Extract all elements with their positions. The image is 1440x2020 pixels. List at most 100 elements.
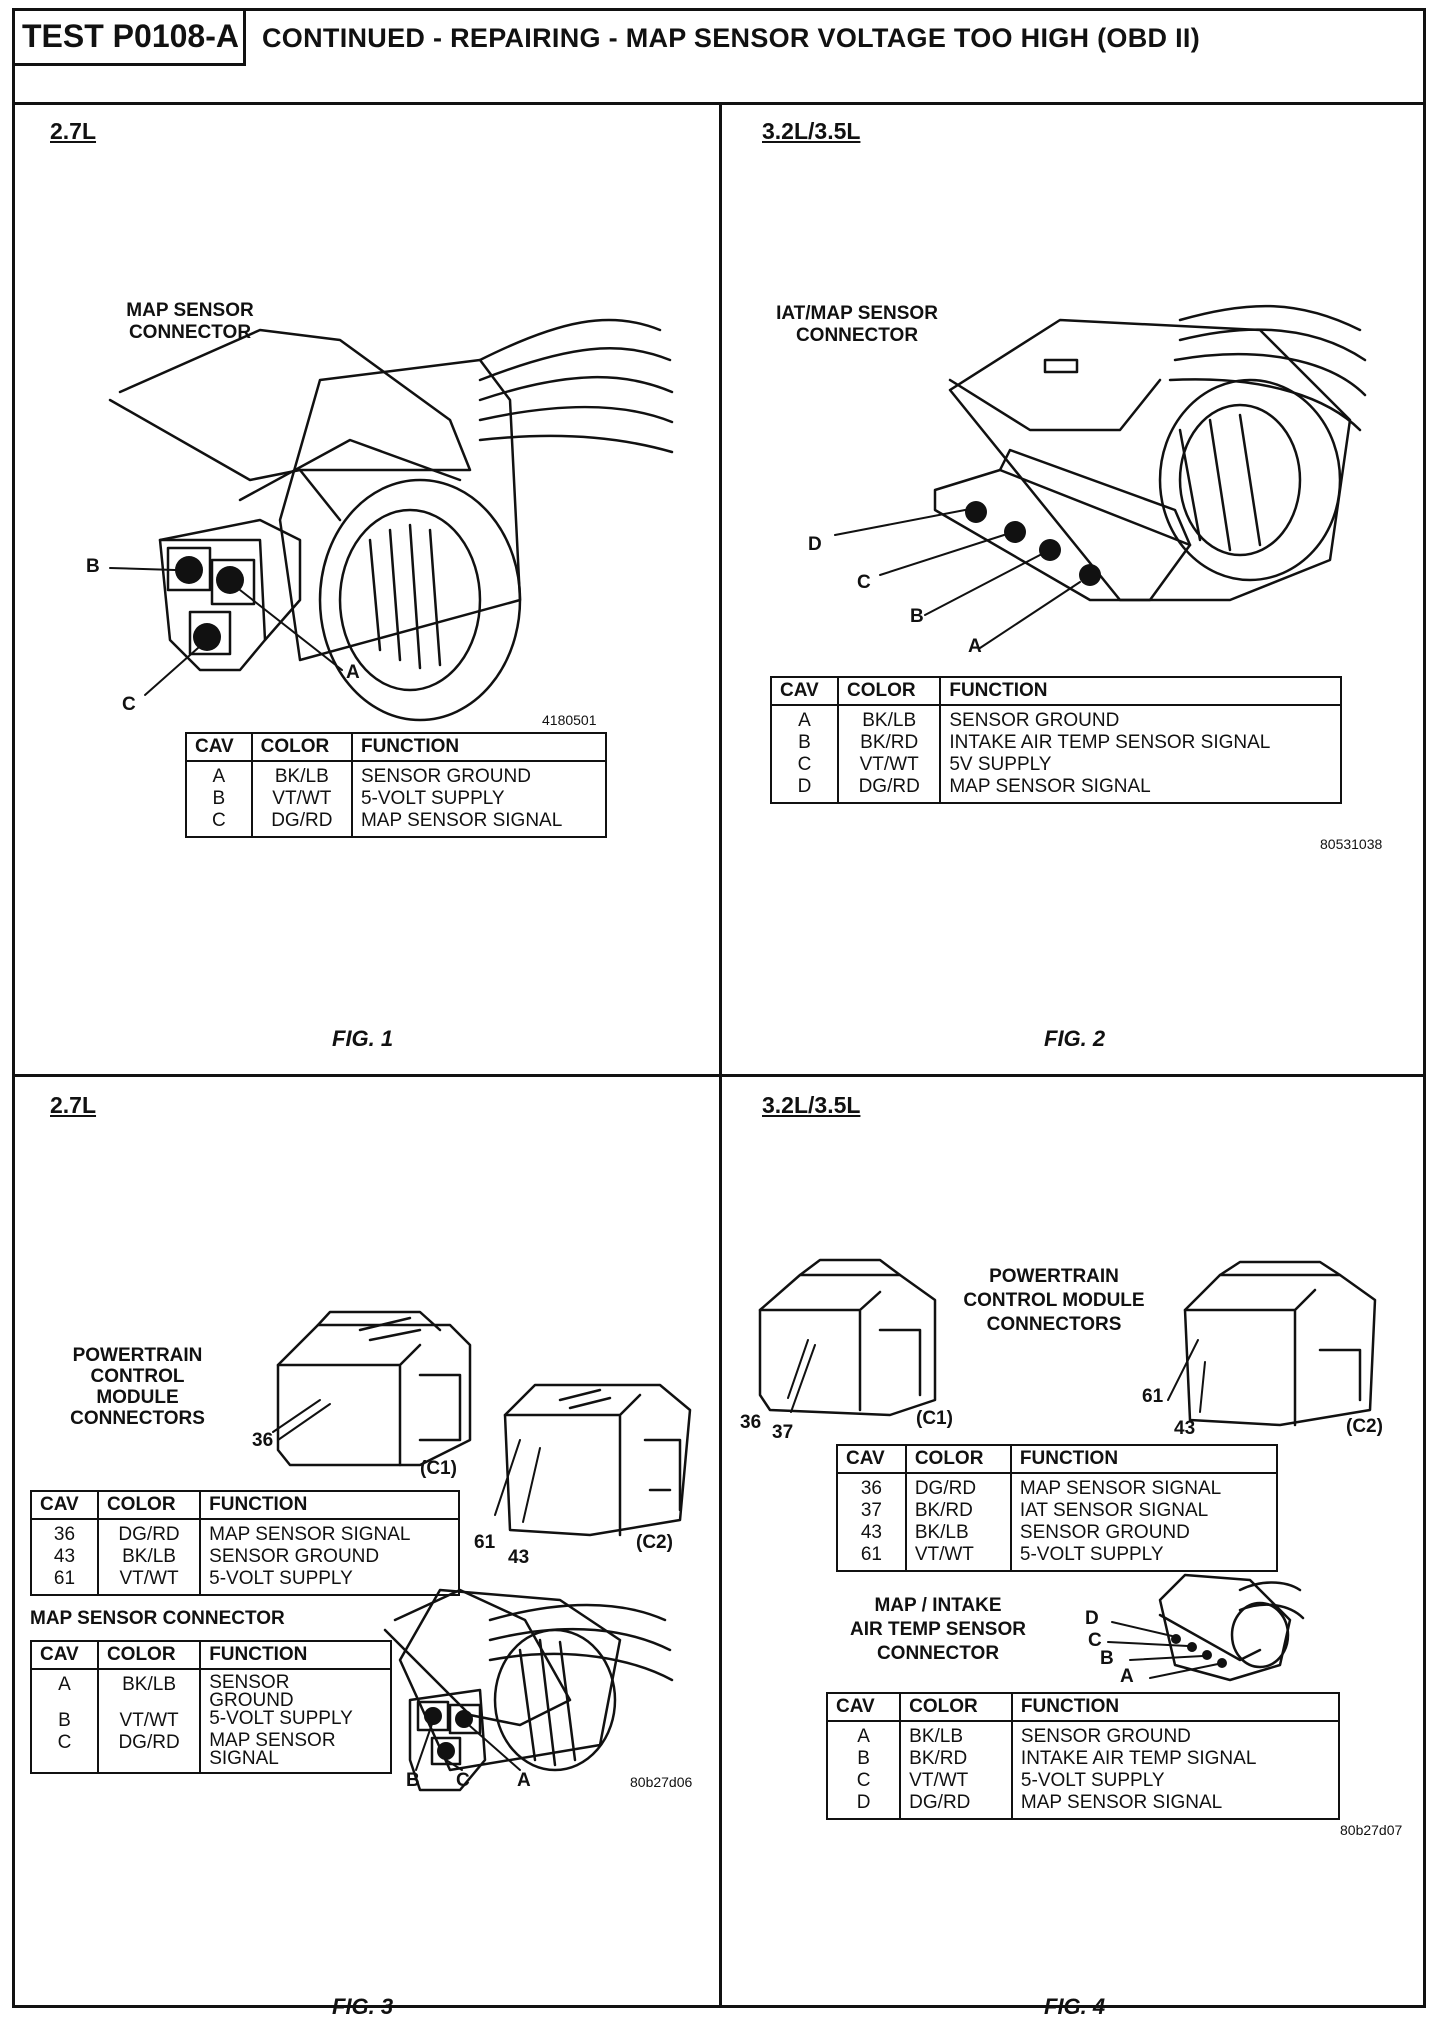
fig2-pin-c: C: [857, 572, 871, 593]
fig3-pcm-col-cav: CAV: [31, 1491, 99, 1520]
fig2-col-cav: CAV: [771, 677, 840, 706]
fig4-pin-d: D: [1085, 1608, 1099, 1629]
fig1-col-cav: CAV: [186, 733, 253, 762]
fig2-pin-d: D: [808, 534, 822, 555]
fig4-pin-c: C: [1088, 1630, 1102, 1651]
fig4-map-connector-drawing: [1158, 1573, 1305, 1682]
fig4-map-col-function: FUNCTION: [1011, 1693, 1339, 1722]
fig1-section-label: 2.7L: [50, 118, 97, 144]
fig3-pin-61: 61: [474, 1532, 496, 1553]
fig4-pcm-col-cav: CAV: [837, 1445, 907, 1474]
fig3-pin-b: B: [406, 1770, 420, 1791]
fig3-pin-36: 36: [252, 1430, 274, 1451]
fig1-code: 4180501: [542, 712, 597, 728]
fig3-leaders: [272, 1399, 541, 1771]
fig2-pin-dots: [965, 501, 1101, 586]
header-divider: [12, 102, 1426, 105]
fig1-col-function: FUNCTION: [351, 733, 606, 762]
fig1-pin-a: A: [346, 662, 360, 683]
fig3-pcm-c1-drawing: [276, 1310, 472, 1467]
fig1-connector-label: MAP SENSOR CONNECTOR: [126, 300, 254, 343]
fig4-pin-43: 43: [1174, 1418, 1196, 1439]
fig2-connector-label: IAT/MAP SENSOR CONNECTOR: [776, 303, 938, 346]
fig3-code: 80b27d06: [630, 1774, 693, 1790]
fig3-pcm-label: POWERTRAIN CONTROL MODULE CONNECTORS: [70, 1345, 205, 1429]
fig3-map-col-function: FUNCTION: [200, 1641, 391, 1670]
fig1-leaders: [109, 567, 343, 696]
fig4-leaders: [787, 1339, 1219, 1679]
fig4-pcm-col-color: COLOR: [905, 1445, 1012, 1474]
fig2-col-color: COLOR: [838, 677, 942, 706]
fig3-pcm-c2-drawing: [503, 1383, 692, 1537]
fig4-pin-b: B: [1100, 1648, 1114, 1669]
fig3-pcm-col-function: FUNCTION: [200, 1491, 459, 1520]
fig1-caption: FIG. 1: [332, 1026, 394, 1051]
fig2-col-function: FUNCTION: [940, 677, 1341, 706]
fig2-leaders: [834, 509, 1081, 649]
fig2-section-label: 3.2L/3.5L: [762, 118, 861, 144]
fig4-section-label: 3.2L/3.5L: [762, 1092, 861, 1118]
fig3-pcm-col-color: COLOR: [97, 1491, 202, 1520]
fig3-pin-dots: [424, 1707, 473, 1760]
fig4-pin-37: 37: [772, 1422, 794, 1443]
page-title: CONTINUED - REPAIRING - MAP SENSOR VOLTA…: [262, 23, 1201, 53]
fig3-map-connector-drawing: [383, 1588, 674, 1792]
fig4-pin-dots: [1171, 1634, 1227, 1668]
fig1-pin-c: C: [122, 694, 136, 715]
fig4-c1-label: (C1): [916, 1408, 953, 1429]
fig4-map-label: MAP / INTAKE AIR TEMP SENSOR CONNECTOR: [850, 1595, 1026, 1664]
fig4-pin-a: A: [1120, 1666, 1134, 1687]
fig4-map-col-color: COLOR: [900, 1693, 1013, 1722]
fig4-pcm-c1-drawing: [758, 1258, 937, 1417]
fig4-map-col-cav: CAV: [827, 1693, 902, 1722]
fig2-connector-drawing: [933, 304, 1367, 602]
fig2-code: 80531038: [1320, 836, 1383, 852]
fig1-connector-drawing: [108, 318, 674, 722]
fig4-pcm-col-function: FUNCTION: [1010, 1445, 1277, 1474]
fig3-caption: FIG. 3: [332, 1994, 394, 2019]
fig1-col-color: COLOR: [251, 733, 353, 762]
fig4-c2-label: (C2): [1346, 1416, 1383, 1437]
fig1-pin-dots: [175, 556, 244, 651]
fig3-c1-label: (C1): [420, 1458, 457, 1479]
fig1-pin-b: B: [86, 556, 100, 577]
fig3-pin-43: 43: [508, 1547, 530, 1568]
fig3-map-col-cav: CAV: [31, 1641, 99, 1670]
fig2-pin-a: A: [968, 636, 982, 657]
fig2-caption: FIG. 2: [1044, 1026, 1106, 1051]
fig3-pin-c: C: [456, 1770, 470, 1791]
fig4-pcm-c2-drawing: [1183, 1260, 1377, 1427]
fig4-caption: FIG. 4: [1044, 1994, 1106, 2019]
fig4-code: 80b27d07: [1340, 1822, 1403, 1838]
fig3-pin-a: A: [517, 1770, 531, 1791]
fig3-section-label: 2.7L: [50, 1092, 97, 1118]
fig2-pin-b: B: [910, 606, 924, 627]
fig3-c2-label: (C2): [636, 1532, 673, 1553]
fig3-map-label: MAP SENSOR CONNECTOR: [30, 1608, 285, 1629]
fig4-pin-61: 61: [1142, 1386, 1164, 1407]
